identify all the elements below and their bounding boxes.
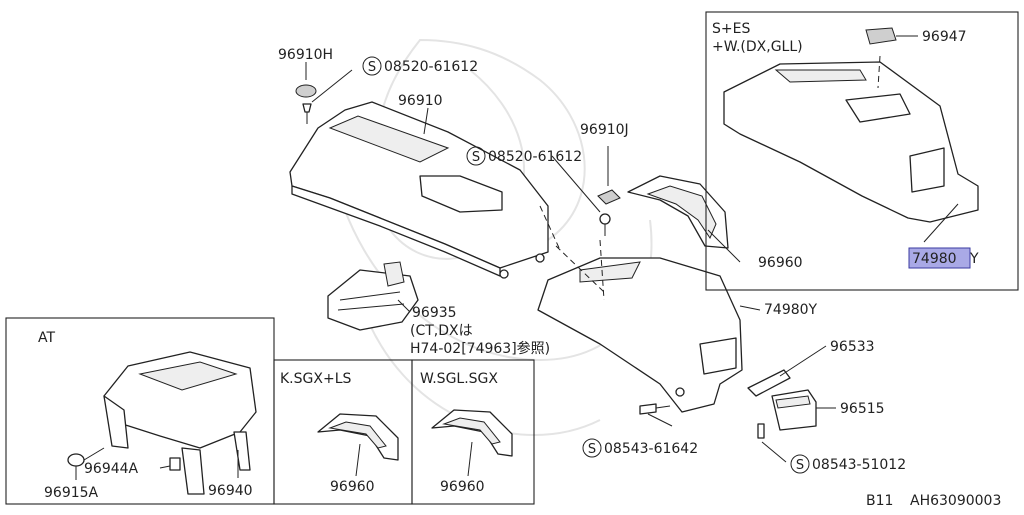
w-sgl-title: W.SGL.SGX [420, 371, 498, 387]
label-96910J: 96910J [580, 122, 629, 138]
label-96533: 96533 [830, 339, 875, 355]
label-74980Y-main: 74980Y [764, 302, 818, 318]
inset-es-box [705, 11, 1019, 291]
k-sgx-box [273, 359, 413, 505]
panel-96960-drawing [627, 175, 729, 249]
label-96915A: 96915A [44, 485, 99, 501]
clip-96910H-drawing [295, 84, 317, 124]
boot-96935-drawing [327, 261, 419, 331]
ashtray-drawing [747, 369, 817, 431]
inset-es-title-2: +W.(DX,GLL) [712, 39, 803, 55]
screw-symbol-4: S [790, 454, 810, 474]
label-96960-main: 96960 [758, 255, 803, 271]
label-96935: 96935 [412, 305, 457, 321]
screw-symbol-text: S [796, 458, 804, 473]
console-96910-drawing [289, 101, 549, 279]
screw-symbol-2: S [466, 146, 486, 166]
screw-symbol-text: S [588, 442, 596, 457]
note-ct-line1: (CT,DXは [410, 323, 473, 339]
screws-08543-drawing [639, 403, 765, 439]
console-74980Y-drawing [537, 257, 743, 413]
inset-es-title-1: S+ES [712, 21, 750, 37]
screw-symbol-1: S [362, 56, 382, 76]
label-08543-51012: 08543-51012 [812, 457, 906, 473]
label-96960-k: 96960 [330, 479, 375, 495]
label-08520-61612-a: 08520-61612 [384, 59, 478, 75]
label-96910: 96910 [398, 93, 443, 109]
label-08520-61612-b: 08520-61612 [488, 149, 582, 165]
leader-lines-main [305, 62, 836, 463]
at-box-title: AT [38, 330, 55, 346]
k-sgx-title: K.SGX+LS [280, 371, 351, 387]
label-74980-inset: 74980 [912, 251, 957, 267]
screw-symbol-3: S [582, 438, 602, 458]
label-74980-inset-suffix: Y [969, 251, 979, 267]
footer-code: AH63090003 [910, 493, 1001, 509]
clip-96910J-drawing [597, 189, 621, 236]
note-ct-line2: H74-02[74963]参照) [410, 340, 550, 357]
footer-b11: B11 [866, 493, 893, 509]
label-96515: 96515 [840, 401, 885, 417]
w-sgl-box [411, 359, 535, 505]
screw-symbol-text: S [368, 60, 376, 75]
label-96960-w: 96960 [440, 479, 485, 495]
label-96940: 96940 [208, 483, 253, 499]
label-96944A: 96944A [84, 461, 139, 477]
label-96947: 96947 [922, 29, 967, 45]
label-08543-61642: 08543-61642 [604, 441, 698, 457]
label-96910H: 96910H [278, 47, 333, 63]
screw-symbol-text: S [472, 150, 480, 165]
